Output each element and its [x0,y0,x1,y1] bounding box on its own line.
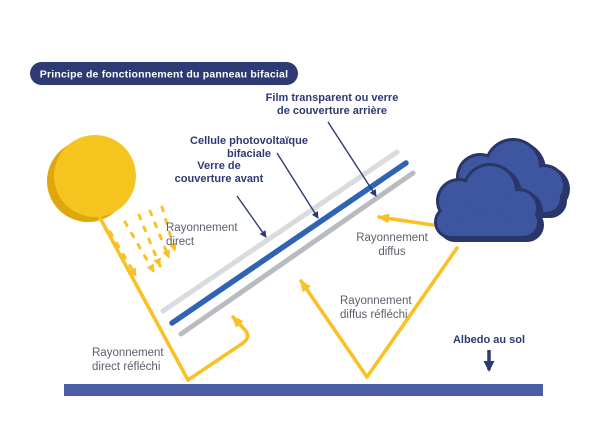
direct-radiation-rays [97,205,190,382]
panel-cell-layer [169,160,409,326]
direct-ray-dashed [137,213,162,268]
sun-icon [47,135,136,222]
direct-reflected-ray [186,315,250,382]
diffuse-reflected-label: Rayonnement diffus réfléchi [340,295,412,321]
direct-ray-label: Rayonnement direct [166,222,238,248]
direct-ray-label-line1: Rayonnement [166,222,238,234]
diffuse-ray-arrow [377,213,435,227]
diffuse-reflected-label-line2: diffus réfléchi [340,309,408,321]
ground-bar [64,384,543,396]
cell-label-line1: Cellule photovoltaïque [190,135,308,147]
title-badge-background [30,62,298,85]
sun-disc [54,135,136,217]
back-film-leader-line [327,121,377,197]
cell-label-line2: bifaciale [227,148,271,160]
title-badge: Principe de fonctionnement du panneau bi… [30,62,298,85]
back-film-label-line2: de couverture arrière [277,105,387,117]
direct-ray-line [97,214,190,382]
diffuse-reflected-label-line1: Rayonnement [340,295,412,307]
solar-panel [160,149,416,337]
front-glass-label-line2: couverture avant [175,173,264,185]
diffuse-ray-label-line2: diffus [378,246,406,258]
panel-front-glass-layer [160,149,400,314]
front-glass-label-line1: Verre de [197,160,240,172]
diffuse-reflected-ray [299,246,459,379]
direct-ray-label-line2: direct [166,236,195,248]
direct-reflected-label: Rayonnement direct réfléchi [92,347,164,373]
albedo-label: Albedo au sol [453,334,525,346]
direct-reflected-label-line2: direct réfléchi [92,361,160,373]
direct-ray-dashed [123,220,156,274]
cloud-icon [434,138,570,242]
direct-ray-dashed [148,209,171,260]
panel-back-film-layer [178,170,416,337]
back-film-label: Film transparent ou verre de couverture … [266,92,399,117]
direct-ray-dashed [160,205,177,253]
albedo-annotation: Albedo au sol [453,334,525,372]
cell-label: Cellule photovoltaïque bifaciale [190,135,308,160]
cell-leader-line [276,152,319,219]
page-title: Principe de fonctionnement du panneau bi… [40,69,288,81]
direct-reflected-label-line1: Rayonnement [92,347,164,359]
diffuse-ray-label: Rayonnement diffus [356,232,428,258]
direct-ray-dashed [108,230,138,278]
diffuse-ray-label-line1: Rayonnement [356,232,428,244]
front-glass-leader-line [236,195,267,238]
back-film-label-line1: Film transparent ou verre [266,92,399,104]
front-glass-label: Verre de couverture avant [175,160,264,185]
